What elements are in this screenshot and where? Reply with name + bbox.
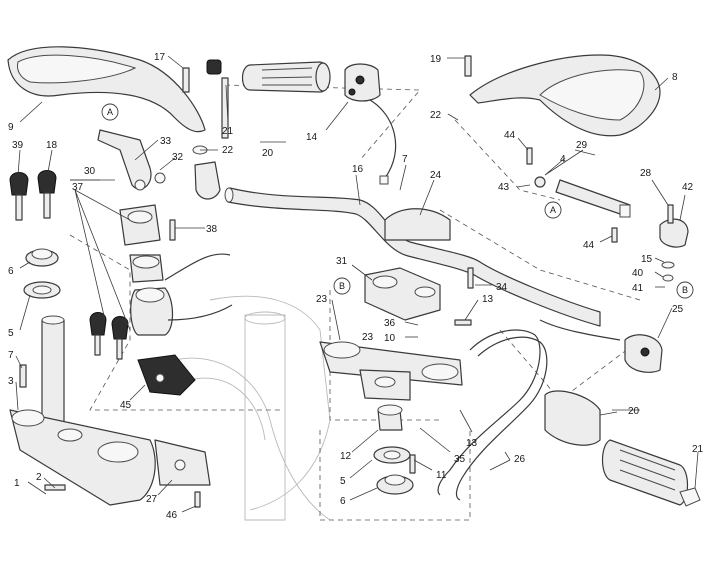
callout-43: 43 [498, 182, 510, 193]
callout-42: 42 [682, 182, 694, 193]
callout-23-b: 23 [362, 332, 374, 343]
callout-25: 25 [672, 304, 684, 315]
callout-38: 38 [206, 224, 218, 235]
ref-marker-b-left: B [339, 281, 345, 291]
lower-triple-clamp [9, 409, 156, 506]
ignition-switch-assembly [119, 204, 233, 336]
callout-22: 22 [222, 145, 234, 156]
callout-14: 14 [306, 132, 318, 143]
handlebar-riser [364, 267, 441, 321]
lower-stem-bearings [373, 404, 414, 495]
callout-12: 12 [340, 451, 352, 462]
immobilizer-bracket [137, 354, 196, 396]
handlebar-tube [224, 187, 601, 327]
callout-35: 35 [454, 454, 466, 465]
callout-9: 9 [8, 122, 14, 133]
callout-41: 41 [632, 283, 644, 294]
callout-18: 18 [46, 140, 58, 151]
reference-markers: A A B B [101, 103, 694, 299]
callout-7: 7 [402, 154, 408, 165]
ignition-keys [9, 170, 129, 360]
callout-13-lower: 13 [466, 438, 478, 449]
callout-31: 31 [336, 256, 348, 267]
callout-16: 16 [352, 164, 364, 175]
callout-20: 20 [262, 148, 274, 159]
callout-6: 6 [8, 266, 14, 277]
callout-37: 37 [72, 182, 84, 193]
left-switch-housing [344, 63, 397, 185]
callout-2: 2 [36, 472, 42, 483]
callout-5-lower: 5 [340, 476, 346, 487]
callout-21: 21 [222, 126, 234, 137]
callout-44-lower: 44 [583, 240, 595, 251]
handlebar-clamp-top [384, 208, 451, 241]
callout-20-right: 20 [628, 406, 640, 417]
ref-marker-b-right: B [682, 285, 688, 295]
callout-21-right: 21 [692, 444, 704, 455]
left-steering-stem [23, 248, 65, 441]
callout-30: 30 [84, 166, 96, 177]
callout-39: 39 [12, 140, 24, 151]
top-clamp [192, 145, 221, 200]
right-bar-clamp [659, 218, 689, 282]
callout-11: 11 [436, 470, 447, 481]
callout-40: 40 [632, 268, 644, 279]
callout-26: 26 [514, 454, 526, 465]
callout-36: 36 [384, 318, 396, 329]
callout-33: 33 [160, 136, 172, 147]
callout-6-lower: 6 [340, 496, 346, 507]
callout-23: 23 [316, 294, 328, 305]
callout-7-left: 7 [8, 350, 14, 361]
callout-22-right: 22 [430, 110, 442, 121]
callout-28: 28 [640, 168, 652, 179]
lever-bracket [97, 129, 166, 191]
callout-leaders [15, 55, 699, 513]
left-mirror [7, 46, 206, 133]
callout-46: 46 [166, 510, 178, 521]
callout-27: 27 [146, 494, 158, 505]
ref-marker-a-right: A [550, 205, 556, 215]
callout-29: 29 [576, 140, 588, 151]
callout-3: 3 [8, 376, 14, 387]
ref-marker-a-left: A [107, 107, 113, 117]
callout-4: 4 [560, 154, 566, 165]
callout-10: 10 [384, 333, 396, 344]
callout-17: 17 [154, 52, 166, 63]
callout-5: 5 [8, 328, 14, 339]
callout-44: 44 [504, 130, 516, 141]
callout-8: 8 [672, 72, 678, 83]
callout-1: 1 [14, 478, 20, 489]
callout-19: 19 [430, 54, 442, 65]
right-throttle-assembly [544, 334, 701, 507]
throttle-cables [437, 319, 621, 501]
steering-damper [534, 176, 631, 218]
callout-13: 13 [482, 294, 494, 305]
callout-45: 45 [120, 400, 132, 411]
upper-triple-clamp [319, 341, 463, 401]
callout-32: 32 [172, 152, 184, 163]
callout-15: 15 [641, 254, 653, 265]
callout-labels: 9 17 21 22 20 14 19 8 22 33 32 39 18 30 … [8, 52, 704, 521]
lower-bracket-plate [154, 439, 211, 486]
callout-34: 34 [496, 282, 508, 293]
frame-ghost-outline [174, 295, 331, 521]
callout-24: 24 [430, 170, 442, 181]
left-grip-assembly [206, 59, 331, 93]
right-mirror [469, 54, 661, 137]
